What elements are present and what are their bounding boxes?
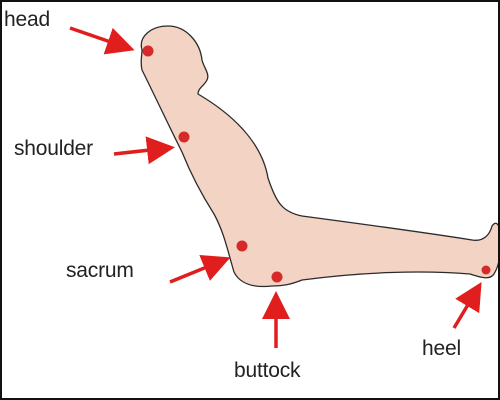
buttock-label: buttock <box>234 359 301 382</box>
sacrum-marker <box>236 240 248 252</box>
heel-label: heel <box>422 337 461 360</box>
shoulder-label: shoulder <box>14 137 93 160</box>
buttock-marker <box>271 271 283 283</box>
heel-marker <box>481 265 491 275</box>
head-marker <box>142 45 154 57</box>
head-arrow <box>69 26 135 55</box>
shoulder-arrow <box>113 136 175 165</box>
head-label: head <box>4 8 50 31</box>
sacrum-arrow <box>169 254 231 284</box>
sacrum-label: sacrum <box>66 259 134 282</box>
shoulder-marker <box>178 131 190 143</box>
body-silhouette <box>140 25 498 288</box>
heel-arrow <box>452 281 482 329</box>
